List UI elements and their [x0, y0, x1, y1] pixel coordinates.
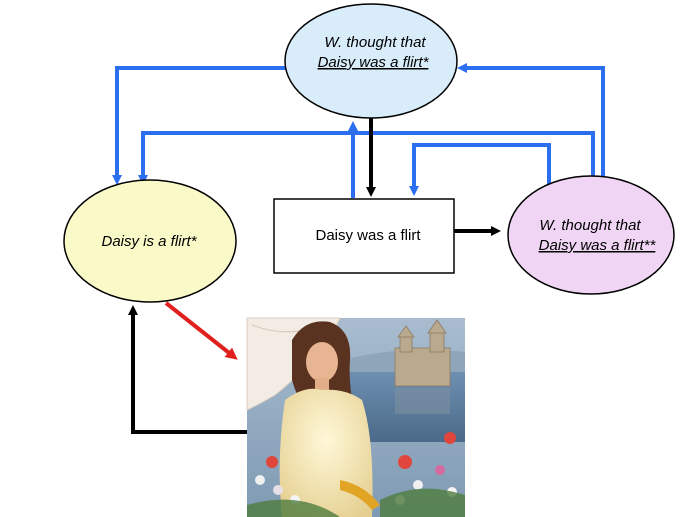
node-right-shape [507, 175, 675, 295]
arrow-right-to-top [457, 63, 605, 182]
arrow-right-to-left [138, 131, 595, 185]
arrow-top-to-left [112, 66, 290, 185]
node-right: W. thought that Daisy was a flirt** [507, 175, 675, 295]
arrow-right-to-center [409, 143, 551, 196]
node-right-line1: W. thought that [539, 217, 641, 234]
node-center: Daisy was a flirt [273, 198, 455, 274]
node-top-shape [284, 3, 458, 119]
painting-icon [246, 317, 465, 517]
node-right-line2: Daisy was a flirt** [539, 237, 657, 254]
node-left: Daisy is a flirt* [63, 179, 237, 303]
arrow-picture-to-left [128, 305, 247, 434]
node-left-label: Daisy is a flirt* [101, 233, 197, 250]
node-center-shape [273, 198, 455, 274]
arrow-left-to-picture [164, 301, 238, 360]
node-left-shape [63, 179, 237, 303]
node-center-label: Daisy was a flirt [315, 227, 421, 244]
node-top-line1: W. thought that [324, 34, 426, 51]
node-top-line2: Daisy was a flirt* [318, 54, 430, 71]
node-top: W. thought that Daisy was a flirt* [284, 3, 458, 119]
